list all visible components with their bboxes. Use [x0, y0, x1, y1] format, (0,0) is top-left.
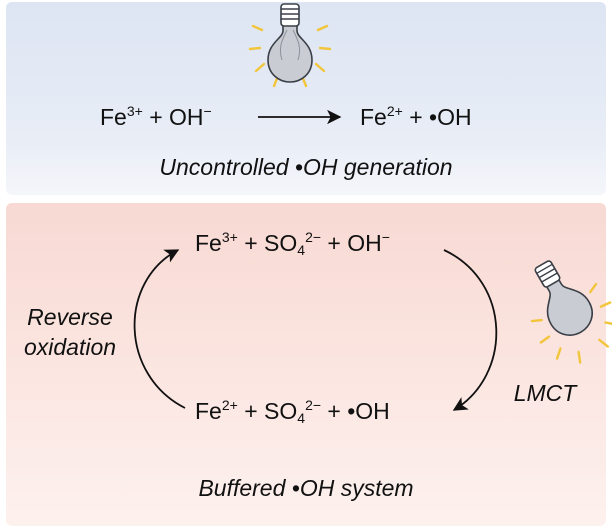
top-species-formula: Fe3+ + SO42− + OH−: [195, 229, 390, 258]
reverse-oxidation-label: Reverse oxidation: [10, 302, 130, 362]
reactant-formula: Fe3+ + OH−: [100, 103, 212, 130]
bottom-species-formula: Fe2+ + SO42− + •OH: [195, 397, 390, 426]
light-bulb-icon: [530, 260, 612, 364]
reverse-oxidation-arrow: [133, 249, 186, 409]
buffered-panel: [6, 203, 606, 526]
lmct-arrow: [443, 249, 498, 411]
reverse-label-line1: Reverse: [27, 304, 113, 330]
light-bulb-icon: [248, 3, 332, 88]
product-formula: Fe2+ + •OH: [360, 103, 472, 130]
buffered-caption: Buffered •OH system: [198, 475, 414, 501]
uncontrolled-caption: Uncontrolled •OH generation: [159, 154, 453, 180]
reverse-label-line2: oxidation: [23, 334, 117, 360]
lmct-label: LMCT: [513, 380, 577, 406]
uncontrolled-panel: [6, 2, 606, 195]
